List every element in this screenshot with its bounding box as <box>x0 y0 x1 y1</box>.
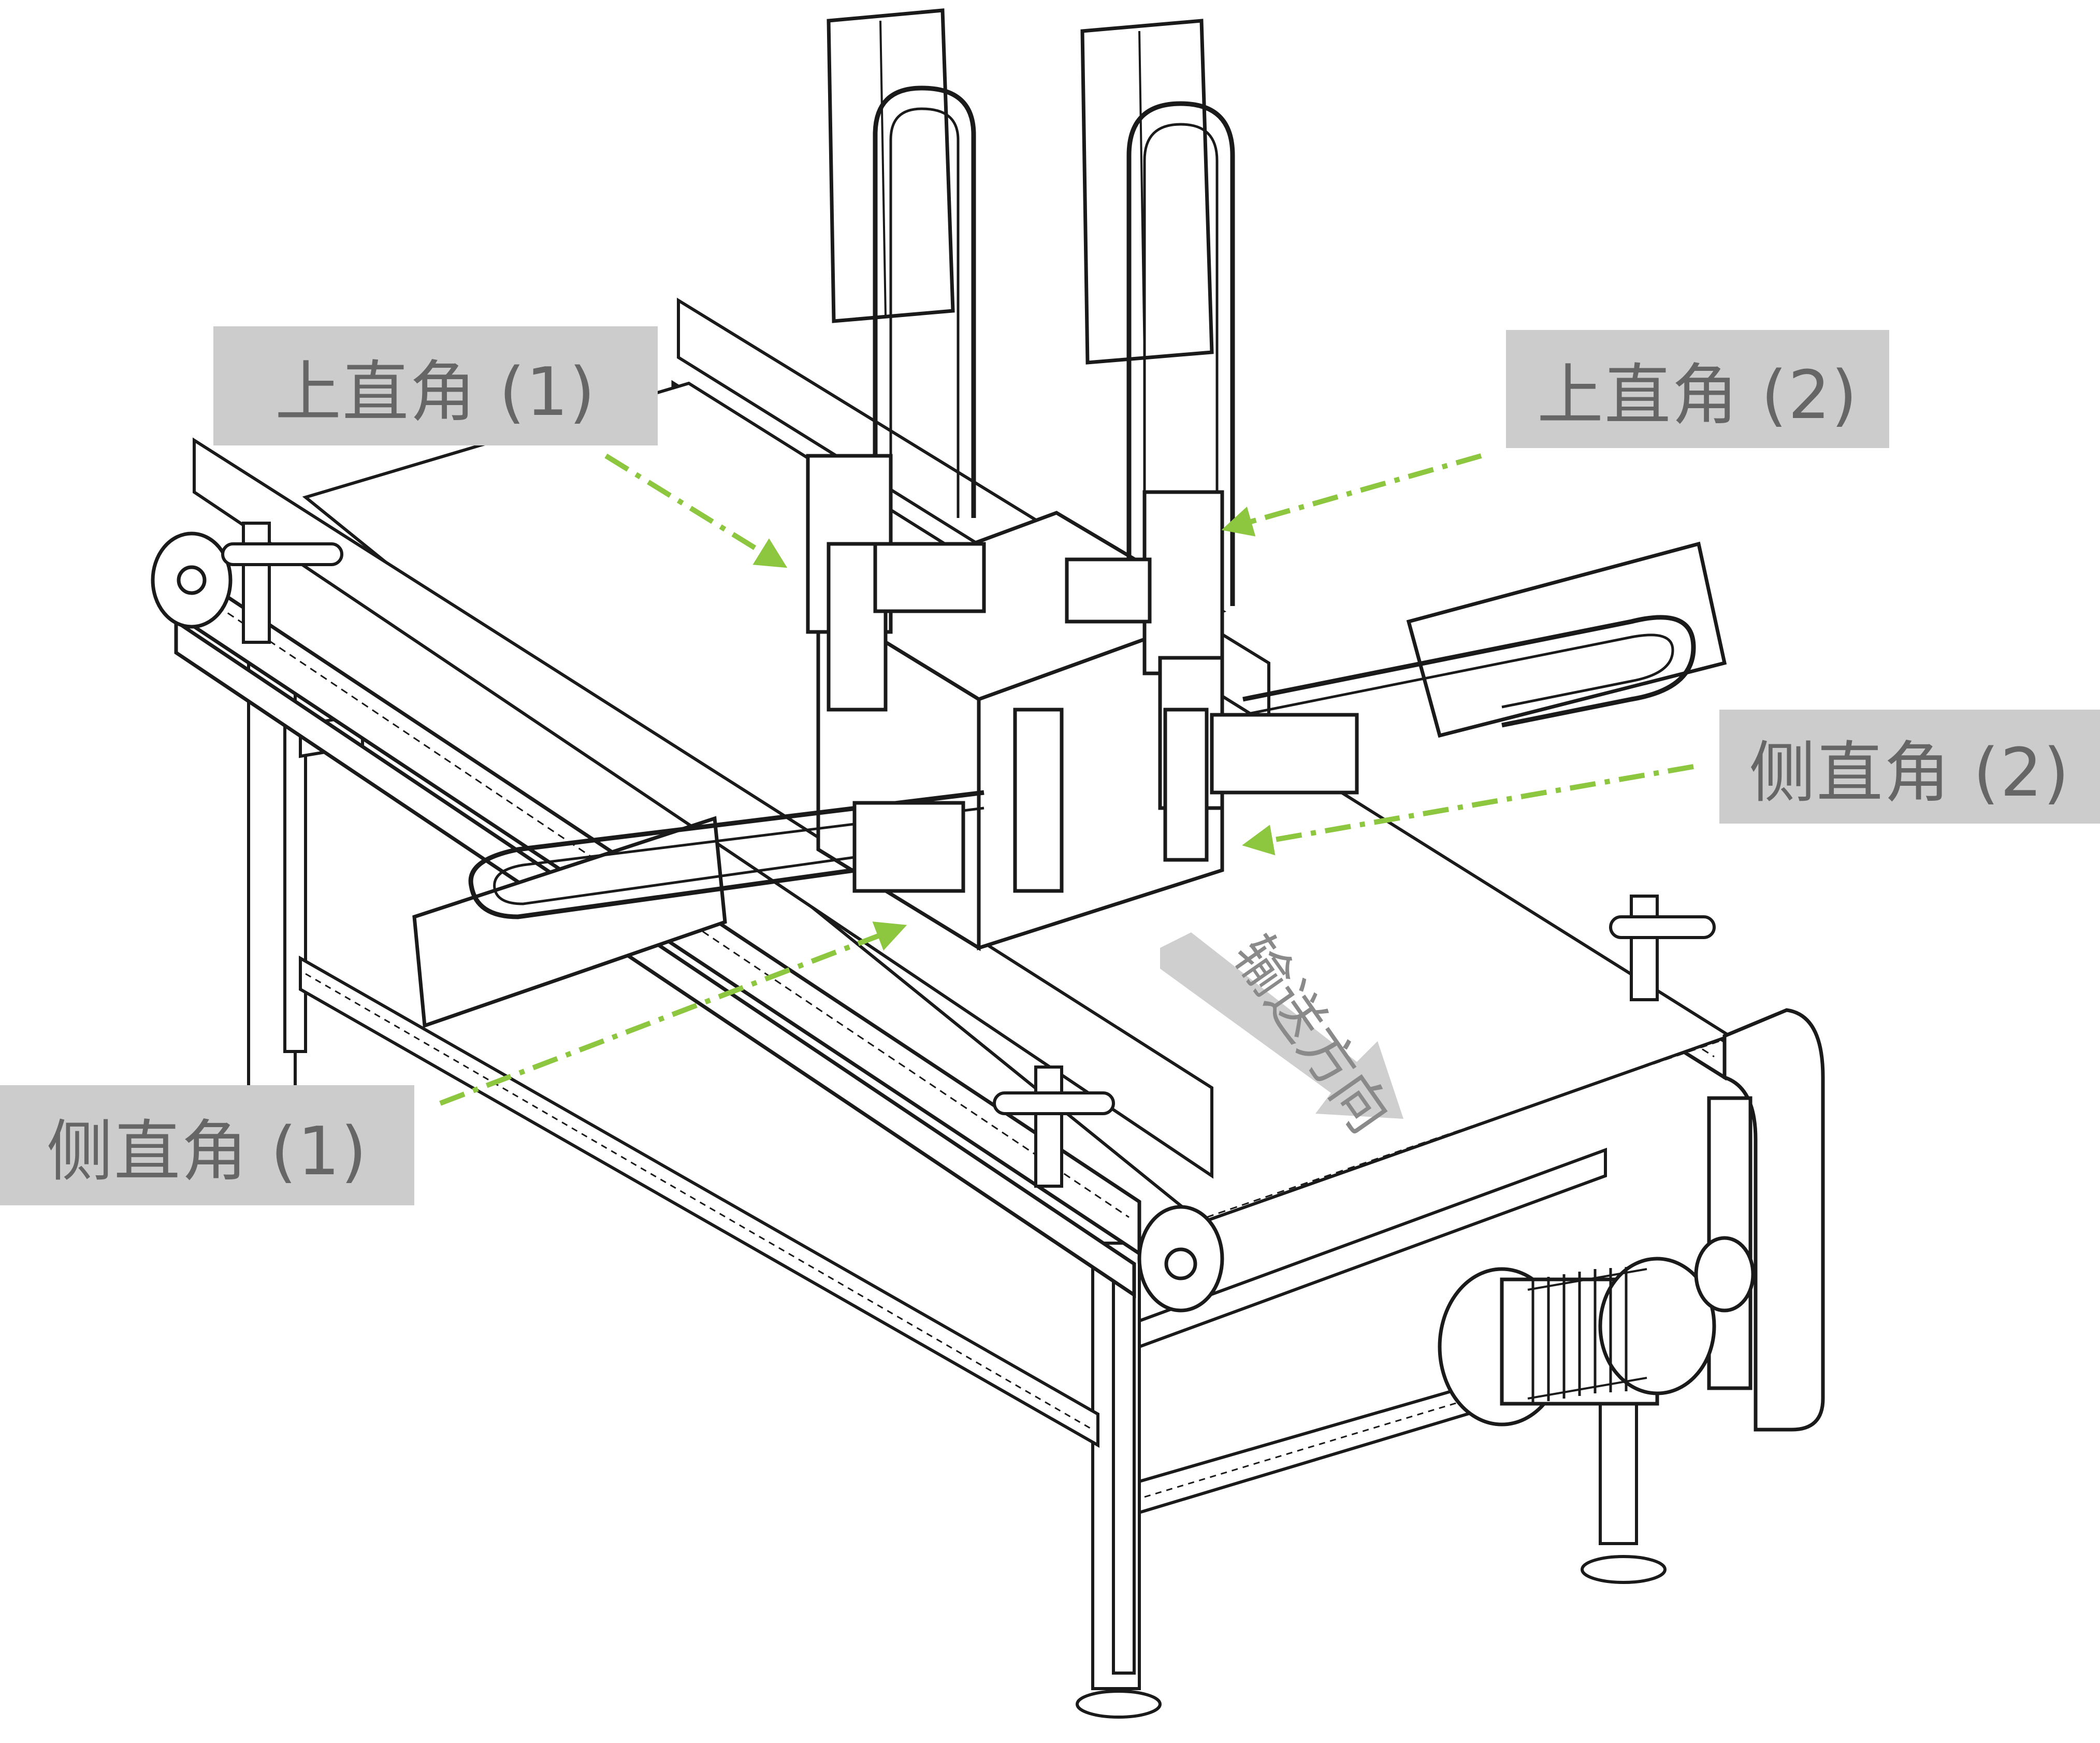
arrow-side-2 <box>1242 764 1694 856</box>
tail-pulley <box>151 531 1224 1313</box>
guard-bracket-posts <box>221 522 1716 1188</box>
side-right-angle-module-1 <box>412 708 1064 1028</box>
arrow-side-1 <box>439 921 907 1106</box>
arrow-top-2 <box>1221 453 1482 537</box>
arrow-top-1 <box>604 453 788 568</box>
label-top-right-angle-2: 上直角 (2) <box>1506 330 1889 448</box>
motor-fins <box>1531 1267 1628 1404</box>
label-top-right-angle-1: 上直角 (1) <box>213 326 658 445</box>
top-right-angle-module-1 <box>806 8 986 712</box>
callout-arrows <box>439 453 1694 1106</box>
side-right-angle-module-2 <box>1163 541 1727 862</box>
label-side-right-angle-1: 侧直角 (1) <box>0 1085 414 1205</box>
conveying-direction-arrow <box>1160 932 1403 1119</box>
label-side-right-angle-2: 侧直角 (2) <box>1719 710 2100 824</box>
head-pulley-housing <box>1707 1008 1825 1432</box>
